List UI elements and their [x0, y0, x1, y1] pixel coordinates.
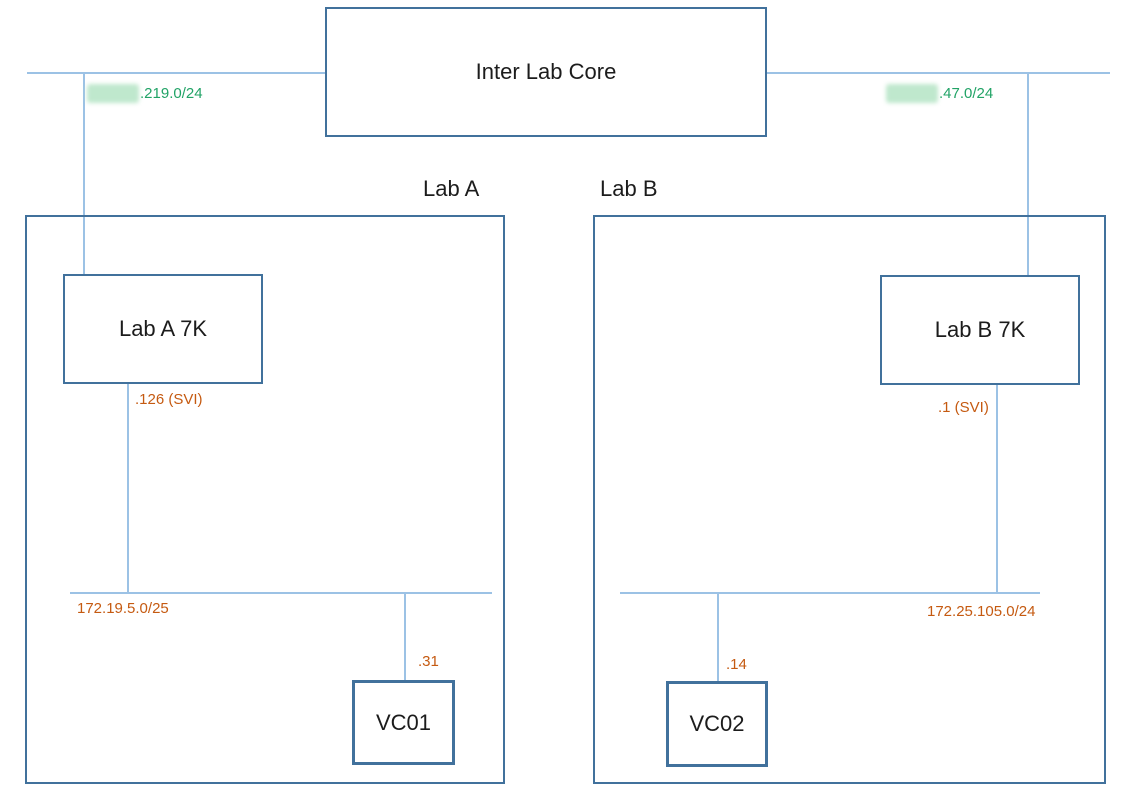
core-west-subnet-text: .219.0/24	[140, 85, 203, 102]
lab-a-7k-label: Lab A 7K	[118, 316, 208, 341]
redacted-prefix-block	[87, 84, 139, 103]
vc01-host-address: .31	[418, 653, 439, 670]
lab-a-svi-address: .126 (SVI)	[135, 391, 203, 408]
vc02-box: VC02	[666, 681, 768, 767]
lab-b-boundary	[593, 215, 1106, 784]
redacted-prefix-block	[886, 84, 938, 103]
lab-a-segment-bus	[70, 592, 492, 594]
vc02-host-address: .14	[726, 656, 747, 673]
lab-b-svi-address: .1 (SVI)	[938, 399, 989, 416]
inter-lab-core-label: Inter Lab Core	[475, 59, 617, 84]
core-west-subnet-label: .219.0/24	[87, 84, 203, 103]
link-core-east	[767, 72, 1110, 74]
lab-b-7k-label: Lab B 7K	[934, 317, 1026, 342]
lab-b-segment-subnet: 172.25.105.0/24	[927, 603, 1036, 620]
vc02-label: VC02	[689, 711, 745, 736]
link-core-to-lab-a-7k	[83, 72, 85, 275]
lab-a-boundary	[25, 215, 505, 784]
link-bus-to-vc02	[717, 592, 719, 681]
lab-b-segment-bus	[620, 592, 1040, 594]
vc01-box: VC01	[352, 680, 455, 765]
core-east-subnet-label: .47.0/24	[886, 84, 993, 103]
link-lab-a-7k-to-bus	[127, 384, 129, 592]
lab-b-7k-box: Lab B 7K	[880, 275, 1080, 385]
inter-lab-core-box: Inter Lab Core	[325, 7, 767, 137]
core-east-subnet-text: .47.0/24	[939, 85, 994, 102]
lab-a-7k-box: Lab A 7K	[63, 274, 263, 384]
lab-a-title: Lab A	[423, 176, 480, 201]
link-lab-b-7k-to-bus	[996, 385, 998, 592]
lab-b-title: Lab B	[600, 176, 658, 201]
link-core-west	[27, 72, 325, 74]
lab-a-segment-subnet: 172.19.5.0/25	[77, 600, 169, 617]
vc01-label: VC01	[375, 709, 432, 735]
link-bus-to-vc01	[404, 592, 406, 680]
link-core-to-lab-b-7k	[1027, 72, 1029, 276]
